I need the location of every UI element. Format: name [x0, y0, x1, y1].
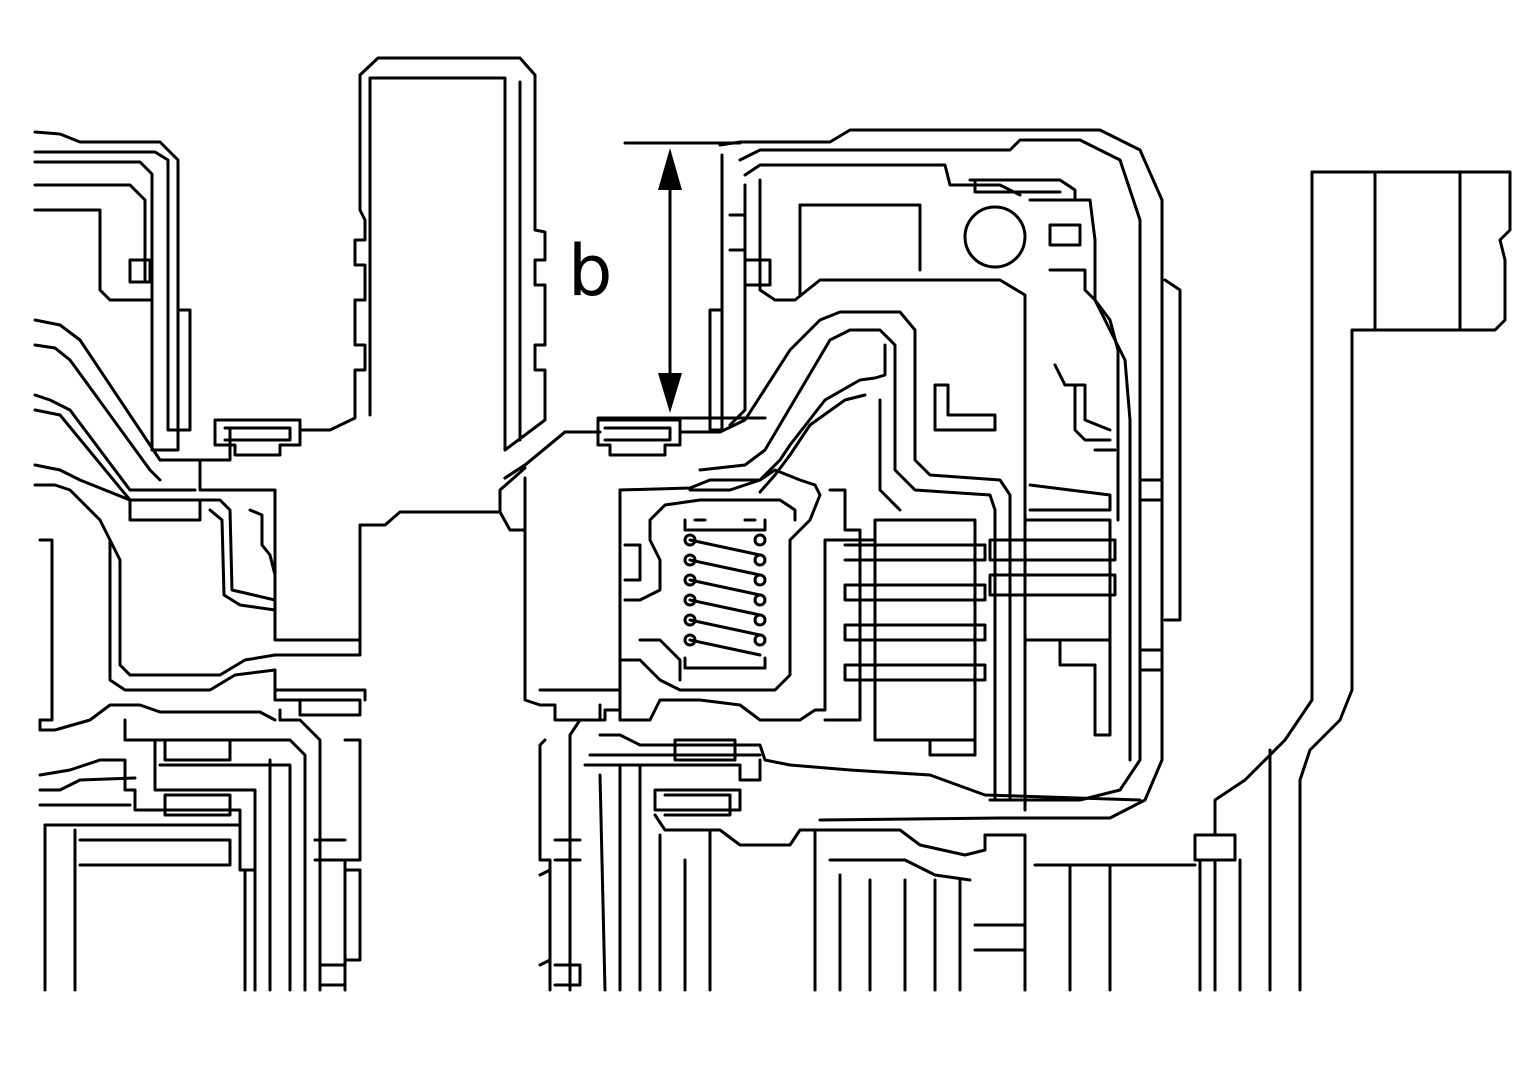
center-hub-bottom	[273, 688, 622, 992]
right-bottom-gear-set	[583, 733, 1197, 992]
left-bottom-gear-set	[38, 718, 307, 992]
outer-case	[1193, 170, 1512, 992]
return-spring	[683, 518, 767, 670]
dimension-label: b	[568, 230, 613, 312]
clutch-plates	[843, 483, 1117, 757]
left-snap-ring-top	[213, 418, 302, 457]
center-shaft	[198, 56, 602, 707]
left-clutch-drum	[33, 483, 277, 732]
right-spring-retainer	[503, 430, 877, 722]
center-snap-ring-right	[596, 418, 682, 457]
arrow-down-icon	[658, 373, 682, 413]
right-clutch-housing	[708, 128, 1182, 822]
left-housing	[33, 130, 232, 502]
check-ball	[963, 205, 1027, 269]
right-piston	[563, 310, 1012, 802]
arrow-up-icon	[658, 148, 682, 190]
dimension-b	[596, 141, 767, 420]
